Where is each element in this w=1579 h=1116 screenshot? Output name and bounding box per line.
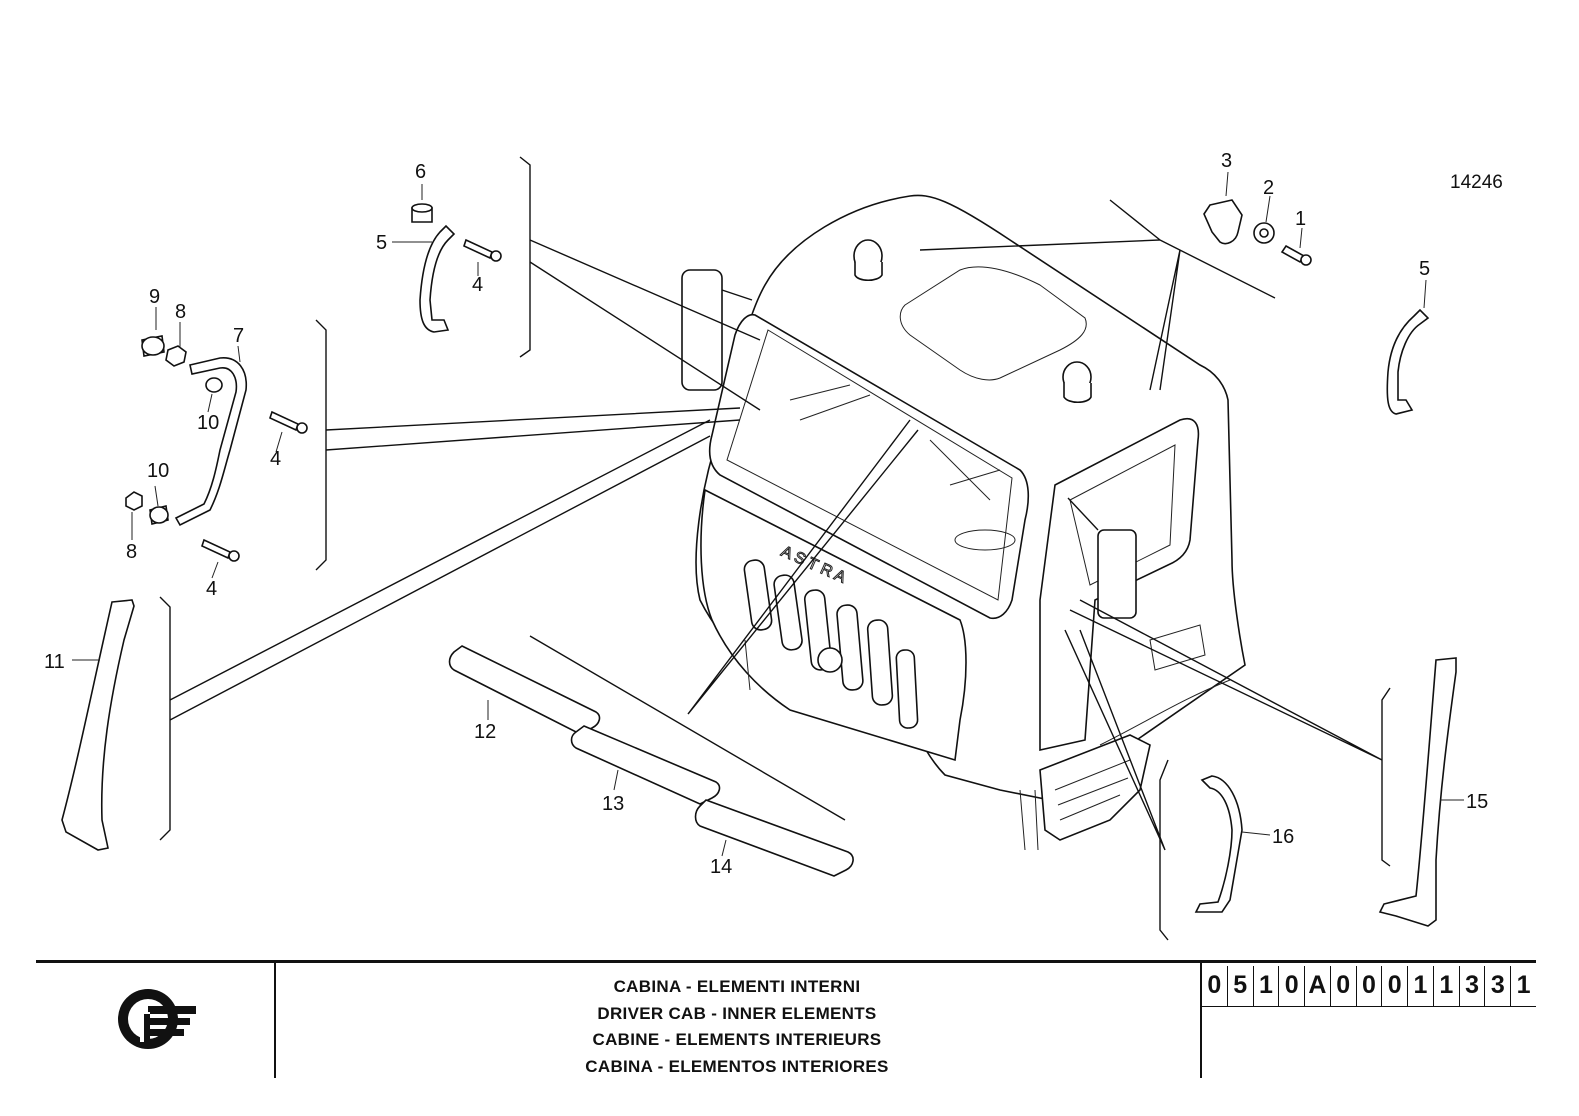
title-block-divider-right <box>1200 960 1202 1078</box>
callout-9: 9 <box>149 286 160 308</box>
code-char: 0 <box>1382 966 1409 1006</box>
code-char: 5 <box>1228 966 1254 1006</box>
title-lines: CABINA - ELEMENTI INTERNI DRIVER CAB - I… <box>276 974 1198 1080</box>
code-char: 0 <box>1279 966 1306 1006</box>
part-15-pillar-trim-right <box>1378 657 1457 927</box>
company-logo-icon <box>118 989 196 1049</box>
code-char: 1 <box>1516 971 1531 999</box>
reference-number: 14246 <box>1450 172 1503 193</box>
part-10-bushing-lower <box>149 505 169 525</box>
callout-1: 1 <box>1295 208 1306 230</box>
title-spanish: CABINA - ELEMENTOS INTERIORES <box>585 1056 889 1076</box>
callout-5b: 5 <box>1419 258 1430 280</box>
drawing-code: 0 5 1 0 A 0 0 0 1 1 3 3 1 <box>1202 966 1536 1007</box>
part-8-nut-lower <box>125 491 143 511</box>
code-char: 0 <box>1202 966 1228 1006</box>
part-5-grab-handle-left <box>419 224 456 333</box>
callout-12: 12 <box>474 721 496 743</box>
callout-11: 11 <box>44 651 65 673</box>
code-char: 0 <box>1357 966 1383 1006</box>
callout-16: 16 <box>1272 826 1294 848</box>
title-block: CABINA - ELEMENTI INTERNI DRIVER CAB - I… <box>36 960 1536 1078</box>
callout-10a: 10 <box>197 412 219 434</box>
callout-15: 15 <box>1466 791 1488 813</box>
callout-5a: 5 <box>376 232 387 254</box>
part-1-screw <box>1280 244 1312 266</box>
part-3-hook <box>1203 199 1243 245</box>
title-french: CABINE - ELEMENTS INTERIEURS <box>592 1030 882 1049</box>
title-english: DRIVER CAB - INNER ELEMENTS <box>597 1003 877 1023</box>
callout-10b: 10 <box>147 460 169 482</box>
title-italian: CABINA - ELEMENTI INTERNI <box>613 977 861 996</box>
callout-13: 13 <box>602 793 624 815</box>
exploded-parts-diagram: 14246 A S T R A <box>44 150 1503 941</box>
part-9-bushing <box>141 335 165 357</box>
code-char: A <box>1305 966 1331 1006</box>
leader-lines <box>72 156 1464 941</box>
callout-3: 3 <box>1221 150 1232 172</box>
part-8-nut-upper <box>165 345 187 367</box>
callout-4a: 4 <box>472 274 483 296</box>
callout-4c: 4 <box>206 578 217 600</box>
callout-4b: 4 <box>270 448 281 470</box>
part-12-sun-visor <box>448 645 601 735</box>
callout-2: 2 <box>1263 177 1274 199</box>
part-4-screw-middle <box>269 410 308 434</box>
callout-labels: 1 2 3 4 4 4 5 5 6 7 8 8 9 10 10 11 12 13… <box>44 150 1488 878</box>
part-2-washer <box>1253 222 1275 244</box>
code-char: 0 <box>1331 966 1357 1006</box>
callout-8a: 8 <box>175 301 186 323</box>
code-char: 1 <box>1254 966 1280 1006</box>
callout-6: 6 <box>415 161 426 183</box>
part-14-sun-visor <box>694 799 854 877</box>
callout-7: 7 <box>233 325 244 347</box>
company-logo <box>110 984 200 1054</box>
title-block-divider-left <box>274 960 276 1078</box>
part-10-bushing-upper <box>205 377 223 393</box>
code-char: 3 <box>1460 966 1486 1006</box>
code-char: 1 <box>1408 966 1434 1006</box>
code-char: 1 <box>1434 966 1460 1006</box>
part-5-grab-handle-right <box>1386 308 1430 415</box>
part-13-sun-visor <box>570 725 721 805</box>
code-char: 3 <box>1485 966 1512 1006</box>
callout-8b: 8 <box>126 541 137 563</box>
part-16-grab-handle <box>1194 775 1243 913</box>
driver-cab-illustration: A S T R A <box>681 194 1246 851</box>
callout-14: 14 <box>710 856 732 878</box>
part-11-pillar-trim-left <box>61 599 135 851</box>
part-4-screw-upper <box>463 238 502 262</box>
title-block-top-rule <box>36 960 1536 963</box>
part-4-screw-lower <box>201 538 240 562</box>
part-6-bushing <box>411 203 433 223</box>
part-7-handle-bar <box>174 357 247 527</box>
